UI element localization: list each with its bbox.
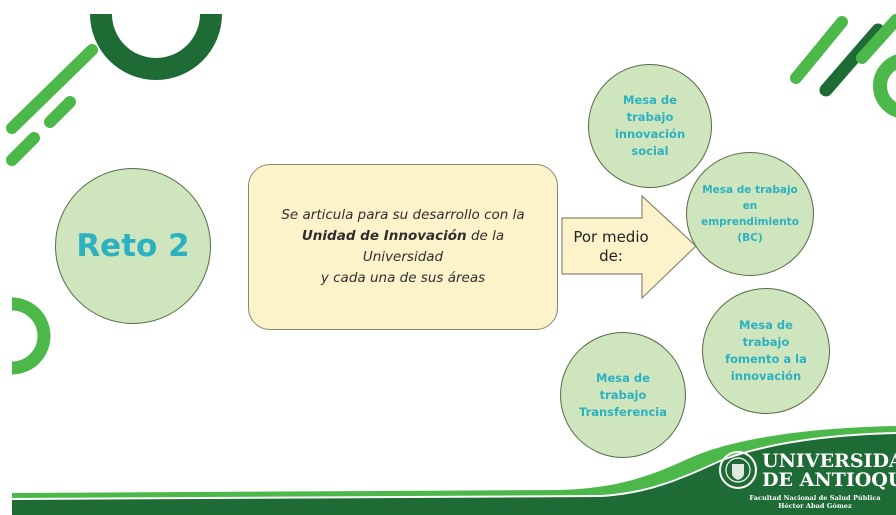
mesa-circle-innovacion-social: Mesa de trabajo innovación social bbox=[588, 64, 712, 188]
bottom-band-dark bbox=[12, 434, 896, 515]
left-stripe-3 bbox=[44, 96, 76, 128]
description-bold: Unidad de Innovación bbox=[301, 228, 467, 244]
right-stripe-1 bbox=[790, 16, 848, 84]
left-stripe-2 bbox=[6, 132, 40, 166]
university-name-line-2: DE ANTIOQUIA bbox=[762, 469, 896, 491]
mesa-label: Mesa de trabajo fomento a la innovación bbox=[725, 318, 807, 383]
university-name: UNIVERSIDAD DE ANTIOQUIA bbox=[762, 452, 896, 490]
description-line-2-rest: de la Universidad bbox=[362, 228, 505, 265]
description-box: Se articula para su desarrollo con la Un… bbox=[248, 164, 558, 330]
top-arc-decoration bbox=[90, 14, 222, 80]
left-stripe-1 bbox=[6, 44, 98, 134]
description-line-1: Se articula para su desarrollo con la bbox=[281, 207, 525, 223]
reto-label: Reto 2 bbox=[76, 228, 190, 264]
faculty-name: Facultad Nacional de Salud Pública Hécto… bbox=[736, 494, 894, 510]
mesa-label: Mesa de trabajo en emprendimiento (BC) bbox=[701, 184, 799, 244]
mesa-label: Mesa de trabajo Transferencia bbox=[578, 370, 668, 419]
right-stripe-2 bbox=[819, 23, 885, 97]
bottom-band-light bbox=[12, 426, 896, 498]
university-name-line-1: UNIVERSIDAD bbox=[762, 450, 896, 472]
description-line-3: y cada una de sus áreas bbox=[320, 270, 486, 286]
mesa-label: Mesa de trabajo innovación social bbox=[614, 93, 686, 158]
description-text: Se articula para su desarrollo con la Un… bbox=[263, 205, 543, 289]
mesa-circle-fomento: Mesa de trabajo fomento a la innovación bbox=[702, 288, 830, 414]
faculty-line-2: Héctor Abad Gómez bbox=[778, 502, 852, 510]
left-ring-decoration bbox=[11, 297, 51, 375]
right-ring-decoration bbox=[873, 54, 896, 118]
right-stripe-3 bbox=[856, 14, 896, 64]
arrow-label: Por medio de: bbox=[573, 228, 649, 265]
mesa-circle-emprendimiento: Mesa de trabajo en emprendimiento (BC) bbox=[686, 152, 814, 276]
faculty-line-1: Facultad Nacional de Salud Pública bbox=[749, 494, 881, 502]
university-seal-icon bbox=[719, 451, 757, 489]
mesa-circle-transferencia: Mesa de trabajo Transferencia bbox=[560, 332, 686, 458]
reto-circle: Reto 2 bbox=[55, 168, 211, 324]
arrow-shape bbox=[561, 194, 697, 300]
